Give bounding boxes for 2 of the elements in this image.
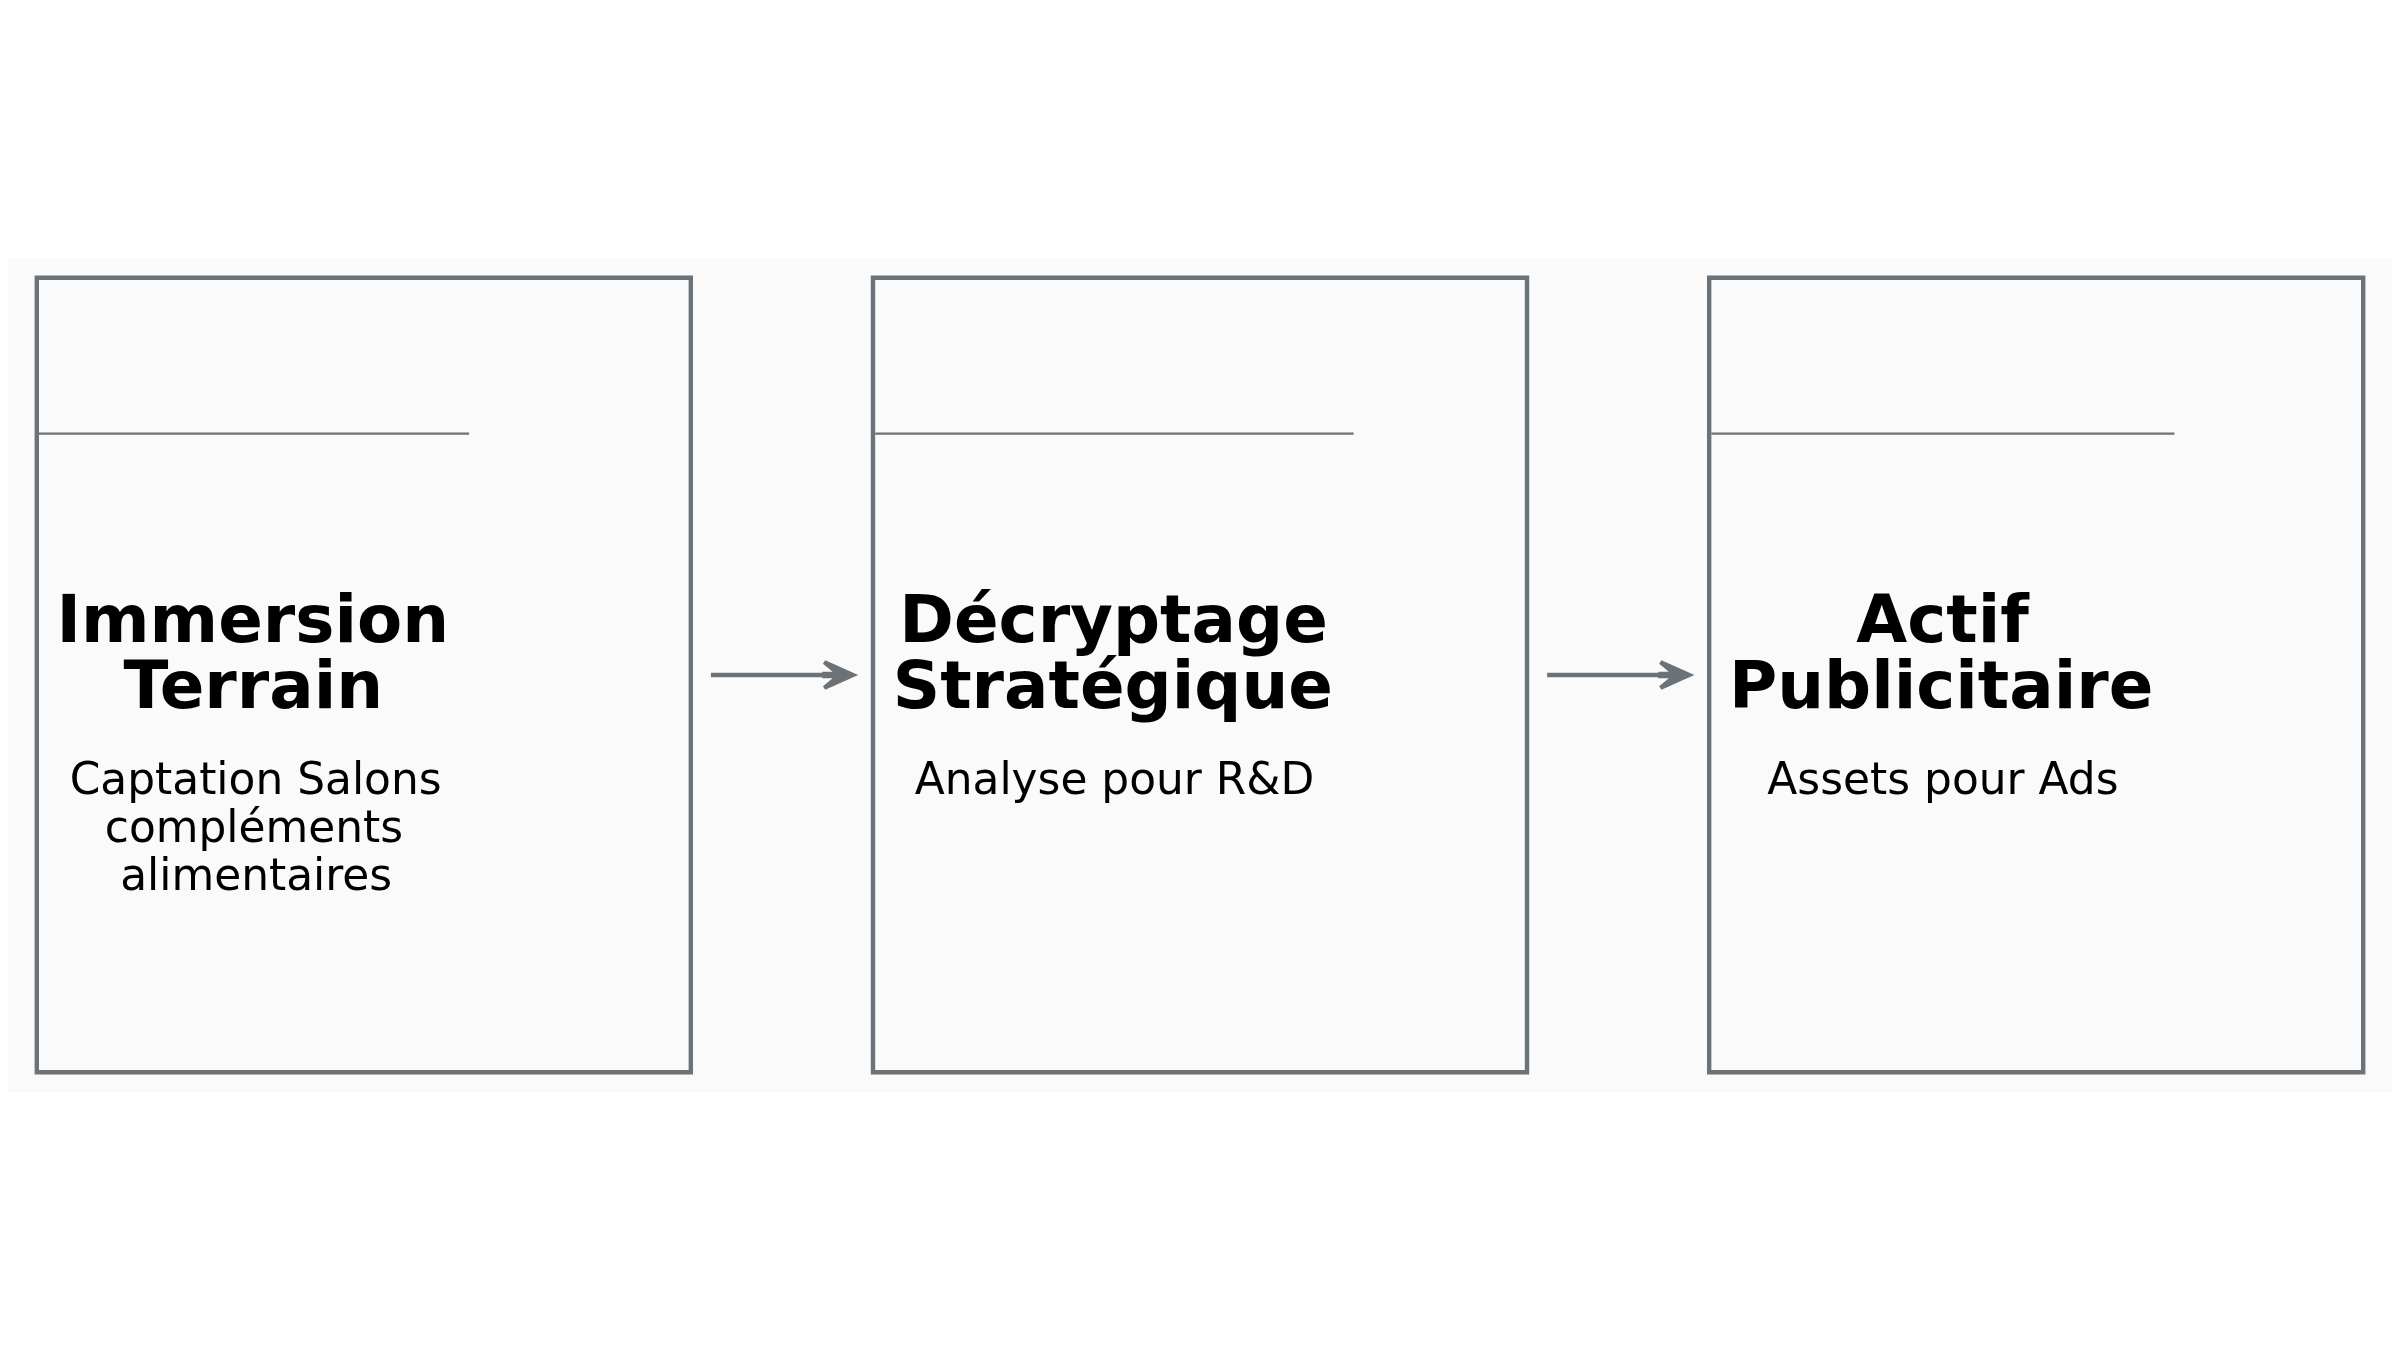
- arrow: [1547, 659, 1692, 691]
- arrow: [710, 659, 856, 691]
